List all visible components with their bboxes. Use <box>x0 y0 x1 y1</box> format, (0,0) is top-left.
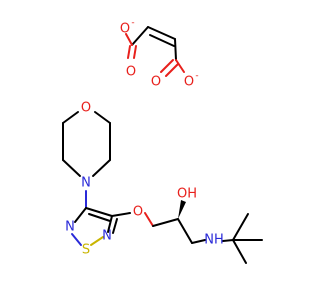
bond-left-c-o-double-b <box>133 45 137 59</box>
bond-c4-c3-b <box>88 213 111 222</box>
thiadiazole-ring: N S N <box>65 207 131 258</box>
bond-o-ch2 <box>144 212 154 227</box>
atom-n-morpholine: N <box>81 176 91 191</box>
atom-o-carboxylate-a: O <box>120 22 130 37</box>
atom-n-thiadiazole-lower: N <box>102 229 112 244</box>
charge-o-carboxylate-b: - <box>195 71 198 81</box>
atom-n-thiadiazole-upper: N <box>65 220 75 235</box>
bond-left-ch-c <box>131 26 149 46</box>
bond-c3-o-ether <box>111 212 131 217</box>
charge-o-carboxylate-a: - <box>131 18 134 28</box>
atom-s-thiadiazole: S <box>82 243 90 258</box>
bond-left-c-o-double-a <box>127 45 131 59</box>
bond-ch2-nh <box>191 239 206 244</box>
bond-right-c-o-minus <box>175 59 185 73</box>
atom-o-morpholine: O <box>81 101 91 116</box>
maleate-anion: O - O O O - <box>120 18 199 90</box>
bond-nh-tbu <box>222 239 234 242</box>
atom-o-carbonyl-a: O <box>126 65 136 80</box>
bond-c4-c3-a <box>85 207 113 217</box>
bond-n-upper-s <box>71 233 82 246</box>
bond-c3-n-lower-b <box>112 218 118 234</box>
bond-left-c-o-minus <box>125 33 133 46</box>
side-chain: O OH NH <box>133 187 263 264</box>
bond-cis-double-b <box>149 34 175 47</box>
bond-right-c-o-double-a <box>160 59 174 73</box>
morpholine-ring: O N <box>62 101 111 208</box>
atom-o-ether: O <box>133 205 143 220</box>
bond-morph-2 <box>62 111 79 124</box>
bond-right-c-o-double-b <box>165 63 179 77</box>
bond-tbu-methyl-3 <box>232 239 247 264</box>
bond-morph-3 <box>94 111 111 124</box>
bond-ch2-chiral <box>152 218 179 227</box>
chemical-structure: O - O O O - O N N S N <box>62 18 263 264</box>
bond-c4-n-upper <box>74 207 87 223</box>
atom-amine: NH <box>204 233 224 248</box>
bond-c3-n-lower-a <box>107 215 113 233</box>
atom-hydroxyl: OH <box>177 187 197 202</box>
bond-tbu-methyl-1 <box>232 213 249 241</box>
wedge-bond-hydroxyl <box>178 200 186 219</box>
bond-cis-double-a <box>147 26 176 40</box>
bond-morph-5 <box>62 159 81 177</box>
atom-o-carbonyl-b: O <box>151 75 161 90</box>
atom-o-carboxylate-b: O <box>184 75 194 90</box>
bond-right-ch-c <box>174 38 177 61</box>
bond-morph-6 <box>92 159 111 177</box>
bond-s-n-lower <box>90 236 104 246</box>
bond-chiral-ch2 <box>177 218 193 244</box>
